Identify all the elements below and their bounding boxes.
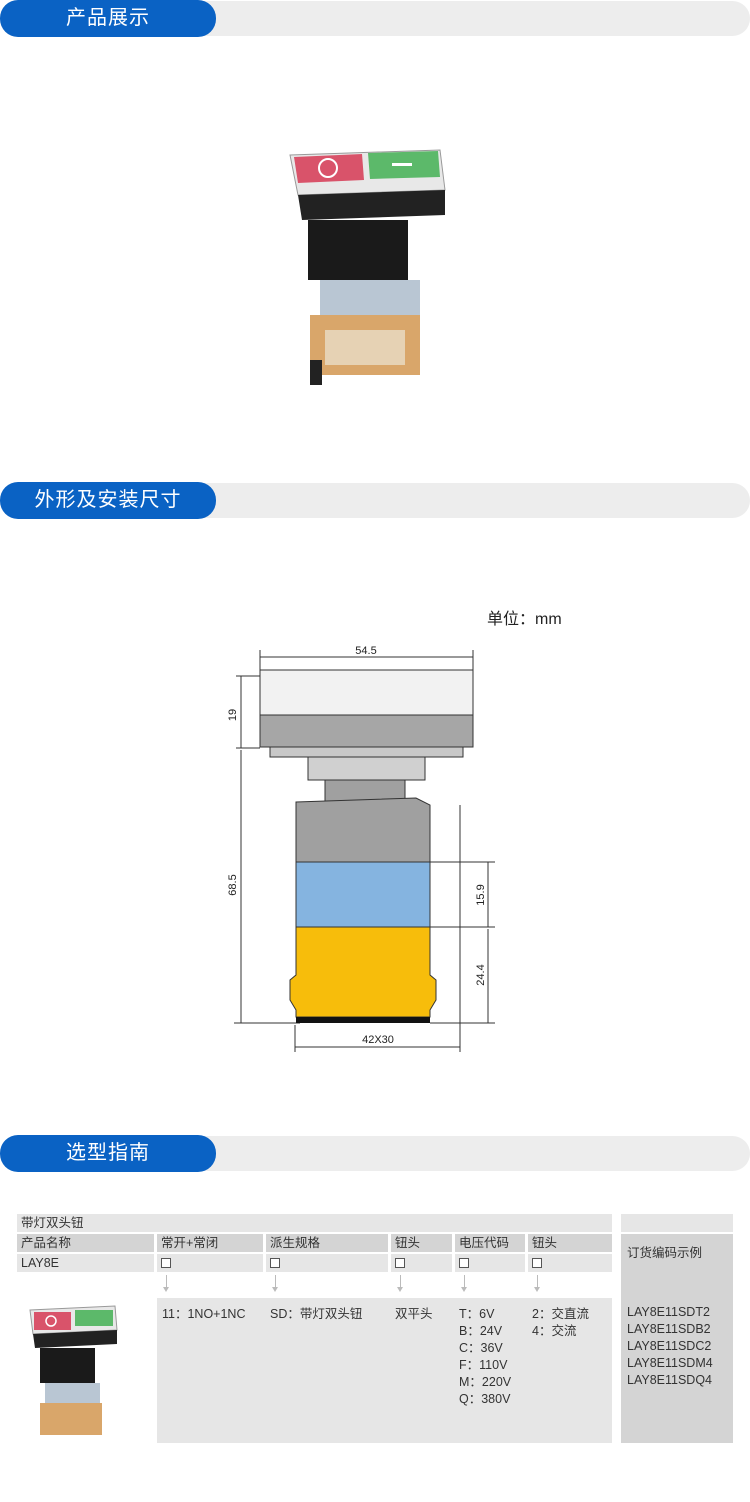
unit-label: 单位：mm [487,611,562,628]
dim-height-body: 68.5 [227,874,239,895]
option-derivative: SD：带灯双头钮 [270,1307,363,1321]
dim-width-top: 54.5 [355,645,376,657]
arrow-down-icon [272,1275,278,1292]
value-product-name: LAY8E [17,1254,154,1272]
header-bar [150,1,750,36]
dim-height-blue: 15.9 [475,884,487,905]
order-example: LAY8E11SDQ4 [627,1373,713,1387]
section-title: 产品展示 [0,0,216,37]
section-title: 外形及安装尺寸 [0,482,216,519]
voltage-item: F：110V [459,1358,508,1372]
dimension-drawing: 54.5 19 68.5 15.9 24.4 42X30 [227,645,495,1052]
value-head-2 [528,1254,612,1272]
placeholder-box [395,1258,405,1268]
value-derivative [266,1254,388,1272]
placeholder-box [532,1258,542,1268]
option-current: 2：交直流 4：交流 [532,1306,589,1340]
table-title-right [621,1214,733,1232]
header-derivative: 派生规格 [266,1234,388,1252]
value-voltage [455,1254,525,1272]
placeholder-box [161,1258,171,1268]
order-example: LAY8E11SDM4 [627,1356,713,1370]
section-title: 选型指南 [0,1135,216,1172]
section-header-dimensions: 外形及安装尺寸 [0,482,750,519]
section-header-selection-guide: 选型指南 [0,1135,750,1172]
value-head [391,1254,452,1272]
value-contacts [157,1254,263,1272]
current-item: 2：交直流 [532,1307,589,1321]
arrow-down-icon [397,1275,403,1292]
option-contacts: 11：1NO+1NC [162,1307,246,1321]
order-examples: LAY8E11SDT2 LAY8E11SDB2 LAY8E11SDC2 LAY8… [627,1304,713,1389]
header-bar [150,1136,750,1171]
option-head: 双平头 [395,1307,433,1321]
placeholder-box [270,1258,280,1268]
arrow-down-icon [163,1275,169,1292]
voltage-item: T：6V [459,1307,495,1321]
dim-height-head: 19 [227,709,239,721]
options-block [157,1298,612,1443]
header-bar [150,483,750,518]
section-header-product-display: 产品展示 [0,0,750,37]
option-voltages: T：6V B：24V C：36V F：110V M：220V Q：380V [459,1306,511,1408]
placeholder-box [459,1258,469,1268]
header-voltage: 电压代码 [455,1234,525,1252]
voltage-item: M：220V [459,1375,512,1389]
voltage-item: B：24V [459,1324,503,1338]
dim-height-yellow: 24.4 [475,964,487,985]
order-example-column [621,1234,733,1443]
current-item: 4：交流 [532,1324,577,1338]
dim-base-size: 42X30 [362,1034,394,1046]
header-product-name: 产品名称 [17,1234,154,1252]
product-photo [289,149,446,385]
header-head-2: 钮头 [528,1234,612,1252]
arrow-down-icon [461,1275,467,1292]
table-title: 带灯双头钮 [17,1214,612,1232]
order-example: LAY8E11SDC2 [627,1339,712,1353]
product-thumbnail [29,1305,118,1435]
order-example-label: 订货编码示例 [627,1246,703,1260]
header-head: 钮头 [391,1234,452,1252]
arrow-down-icon [534,1275,540,1292]
order-example: LAY8E11SDB2 [627,1322,711,1336]
voltage-item: Q：380V [459,1392,511,1406]
order-example: LAY8E11SDT2 [627,1305,710,1319]
voltage-item: C：36V [459,1341,503,1355]
header-contacts: 常开+常闭 [157,1234,263,1252]
